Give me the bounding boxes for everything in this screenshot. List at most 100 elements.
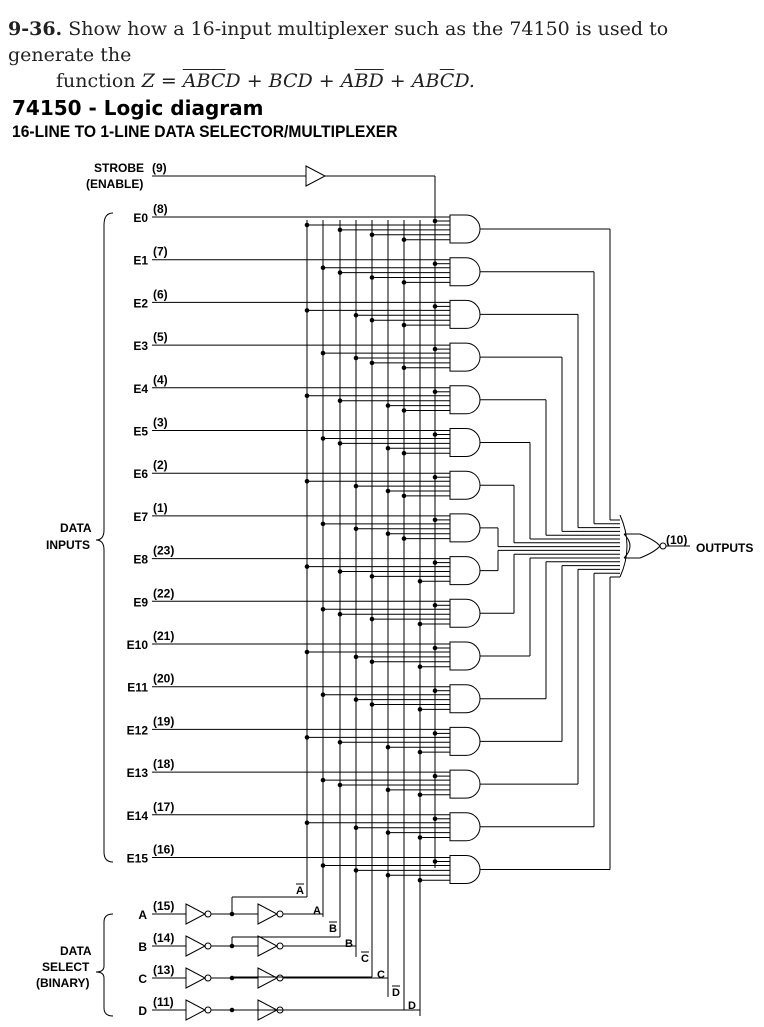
select-input-pin-a: (15) xyxy=(153,899,174,913)
function-prefix: function xyxy=(56,70,142,92)
data-input-label-e15: E15 xyxy=(127,852,149,866)
select-input-pin-c: (13) xyxy=(153,963,174,977)
and-gate-6 xyxy=(449,470,481,500)
data-input-pin-e10: (21) xyxy=(153,629,174,643)
and-gate-12 xyxy=(449,726,481,756)
and-gate-13 xyxy=(449,769,481,799)
problem-text-line2: function Z = ABCD + BCD + ABD + ABCD. xyxy=(8,68,758,94)
diagram-title: 74150 - Logic diagram xyxy=(12,96,264,120)
or-gate-back xyxy=(619,514,628,578)
data-input-pin-e3: (5) xyxy=(153,330,168,344)
output-label: OUTPUTS xyxy=(696,541,753,555)
data-input-pin-e0: (8) xyxy=(153,202,168,216)
data-input-pin-e9: (22) xyxy=(153,586,174,600)
data-input-label-e4: E4 xyxy=(133,382,148,396)
data-input-label-e6: E6 xyxy=(133,467,148,481)
problem-number: 9-36. xyxy=(8,18,63,40)
function-term-3: ABD xyxy=(340,70,384,92)
data-input-pin-e11: (20) xyxy=(153,672,174,686)
select-line-label-2: B xyxy=(329,923,337,935)
output-pin: (10) xyxy=(666,533,687,547)
select-line-label-1: A xyxy=(313,905,321,917)
or-gate xyxy=(624,533,661,559)
strobe-enable-label: (ENABLE) xyxy=(86,177,143,191)
data-input-label-e12: E12 xyxy=(127,723,149,737)
select-input-label-b: B xyxy=(138,940,147,954)
and-gate-11 xyxy=(449,684,481,714)
function-term-2: BCD xyxy=(268,70,313,92)
data-input-label-e11: E11 xyxy=(127,681,148,695)
data-input-pin-e13: (18) xyxy=(153,757,174,771)
data-input-label-e13: E13 xyxy=(127,766,149,780)
and-gate-2 xyxy=(449,299,481,329)
function-term-4: ABCD. xyxy=(411,70,475,92)
data-input-pin-e14: (17) xyxy=(153,800,174,814)
data-input-pin-e7: (1) xyxy=(153,501,168,515)
or-gate-back-inner xyxy=(623,533,631,559)
function-output-var: Z xyxy=(141,70,155,92)
and-gate-15 xyxy=(449,855,481,884)
and-gate-4 xyxy=(449,385,481,415)
data-input-label-e9: E9 xyxy=(133,595,148,609)
data-input-pin-e2: (6) xyxy=(153,287,168,301)
data-input-pin-e6: (2) xyxy=(153,458,168,472)
data-input-pin-e8: (23) xyxy=(153,544,174,558)
data-input-label-e1: E1 xyxy=(133,254,148,268)
and-gate-9 xyxy=(449,598,481,628)
and-gate-10 xyxy=(449,641,481,671)
select-line-label-3: B xyxy=(345,938,353,950)
data-input-pin-e4: (4) xyxy=(153,373,168,387)
select-inverter-d xyxy=(185,999,207,1021)
strobe-buffer-gate xyxy=(305,165,327,187)
and-gate-14 xyxy=(449,812,481,842)
problem-text-line1: Show how a 16-input multiplexer such as … xyxy=(8,18,669,66)
data-input-pin-e1: (7) xyxy=(153,245,168,259)
select-buffer-c xyxy=(257,967,279,989)
and-gate-3 xyxy=(449,342,481,372)
data-input-label-e5: E5 xyxy=(133,425,148,439)
data-inputs-label-1: DATA xyxy=(60,521,92,535)
select-inverter-b xyxy=(185,935,207,957)
select-line-label-6: D xyxy=(392,987,400,999)
problem-statement: 9-36. Show how a 16-input multiplexer su… xyxy=(8,16,758,94)
and-gate-8 xyxy=(449,556,481,586)
function-term-1: ABCD xyxy=(182,70,241,92)
select-line-label-0: A xyxy=(296,885,304,897)
diagram-subtitle: 16-LINE TO 1-LINE DATA SELECTOR/MULTIPLE… xyxy=(12,122,398,141)
data-select-brace xyxy=(95,913,114,1017)
function-plus-2: + xyxy=(318,70,335,92)
select-buffer-b xyxy=(257,935,279,957)
data-input-pin-e15: (16) xyxy=(153,843,174,857)
data-inputs-label-2: INPUTS xyxy=(46,538,90,552)
data-input-label-e7: E7 xyxy=(133,510,148,524)
select-inverter-c xyxy=(185,967,207,989)
data-input-label-e10: E10 xyxy=(127,638,149,652)
select-input-label-a: A xyxy=(138,908,147,922)
data-select-label-3: (BINARY) xyxy=(36,976,90,990)
select-line-label-4: C xyxy=(361,953,369,965)
data-input-label-e0: E0 xyxy=(133,211,148,225)
and-gate-0 xyxy=(449,214,481,244)
select-line-label-5: C xyxy=(377,969,385,981)
select-line-label-7: D xyxy=(408,1000,416,1012)
data-input-pin-e5: (3) xyxy=(153,416,168,430)
function-equals: = xyxy=(160,70,177,92)
strobe-label: STROBE xyxy=(94,161,144,175)
data-input-label-e2: E2 xyxy=(133,296,148,310)
function-plus-3: + xyxy=(389,70,406,92)
select-input-label-c: C xyxy=(138,972,147,986)
data-select-label-2: SELECT xyxy=(42,960,90,974)
data-input-label-e8: E8 xyxy=(133,553,148,567)
select-input-pin-d: (11) xyxy=(153,995,174,1009)
data-input-label-e14: E14 xyxy=(127,809,149,823)
data-input-pin-e12: (19) xyxy=(153,714,174,728)
select-input-pin-b: (14) xyxy=(153,931,174,945)
and-gate-5 xyxy=(449,428,481,457)
select-buffer-a xyxy=(257,903,279,925)
and-gate-1 xyxy=(449,257,481,287)
function-plus-1: + xyxy=(246,70,263,92)
and-gate-7 xyxy=(449,513,481,543)
strobe-pin: (9) xyxy=(152,161,167,175)
data-inputs-brace xyxy=(95,212,114,863)
